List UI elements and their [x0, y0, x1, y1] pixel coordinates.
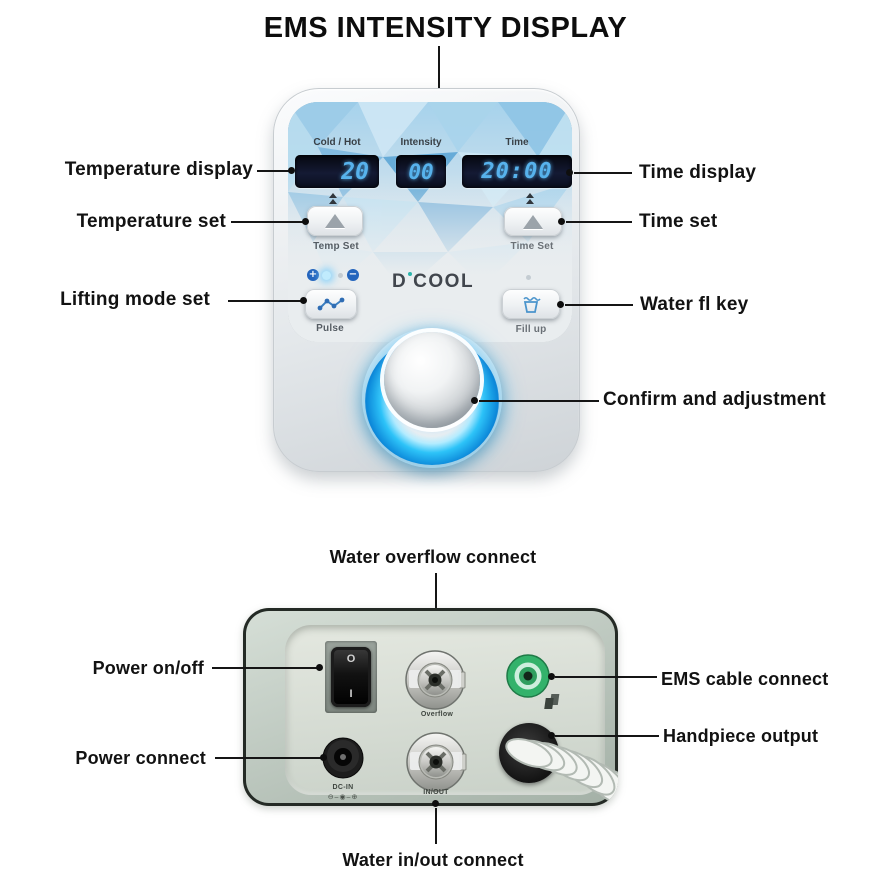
- temp-set-label: Temp Set: [313, 241, 359, 252]
- time-set-label: Time Set: [510, 241, 554, 252]
- time-set-button[interactable]: [504, 207, 562, 236]
- time-label: Time: [505, 137, 529, 148]
- callout-line: [479, 400, 599, 402]
- callout-time-display: Time display: [639, 162, 757, 183]
- in-out-connector: [406, 732, 467, 792]
- device-back-panel: O I Overflow: [243, 608, 618, 806]
- callout-dot: [288, 167, 295, 174]
- callout-dot: [566, 169, 573, 176]
- switch-on-mark: I: [349, 688, 353, 700]
- led-on-indicator: [322, 271, 331, 280]
- time-display-readout: 20:00: [462, 155, 572, 188]
- callout-line: [574, 172, 632, 174]
- overflow-port-label: Overflow: [420, 711, 454, 718]
- callout-time-set: Time set: [639, 211, 718, 232]
- callout-lifting-mode-set: Lifting mode set: [60, 289, 210, 310]
- callout-water-in-out: Water in/out connect: [342, 850, 524, 870]
- callout-line: [435, 808, 437, 844]
- switch-off-mark: O: [346, 653, 356, 665]
- plus-icon: +: [307, 269, 319, 281]
- callout-line: [231, 221, 305, 223]
- callout-dot: [548, 673, 555, 680]
- callout-dot: [471, 397, 478, 404]
- callout-line: [555, 676, 657, 678]
- callout-temperature-set: Temperature set: [76, 211, 226, 232]
- dc-in-jack: [322, 737, 364, 779]
- callout-line: [257, 170, 291, 172]
- ems-cable-connector: [506, 654, 550, 698]
- fill-up-label: Fill up: [515, 324, 547, 335]
- callout-handpiece-output: Handpiece output: [663, 726, 819, 746]
- up-arrows-icon: [522, 192, 538, 205]
- callout-dot: [558, 218, 565, 225]
- temperature-display-readout: 20: [295, 155, 379, 188]
- callout-temperature-display: Temperature display: [64, 159, 253, 180]
- up-arrows-icon: [325, 192, 341, 205]
- cold-hot-label: Cold / Hot: [313, 137, 361, 148]
- logo-dot-icon: [408, 272, 413, 276]
- handpiece-hose: [505, 738, 618, 806]
- callout-dot: [557, 301, 564, 308]
- intensity-display-readout: 00: [396, 155, 446, 188]
- callout-water-overflow: Water overflow connect: [329, 547, 537, 567]
- water-fill-icon: [523, 296, 541, 313]
- callout-water-fl-key: Water fl key: [640, 294, 749, 315]
- callout-ems-cable: EMS cable connect: [661, 669, 829, 689]
- callout-line: [555, 735, 659, 737]
- callout-dot: [432, 800, 439, 807]
- led-off-indicator: [338, 273, 343, 278]
- callout-dot: [302, 218, 309, 225]
- pulse-wave-icon: [317, 297, 345, 311]
- dc-in-label: DC-IN: [332, 784, 354, 791]
- callout-line: [212, 667, 318, 669]
- page-title: EMS INTENSITY DISPLAY: [263, 12, 628, 44]
- confirm-knob[interactable]: [384, 332, 480, 428]
- dc-polarity-mark: ⊖–◉–⊕: [327, 794, 359, 801]
- callout-line: [228, 300, 303, 302]
- callout-dot: [300, 297, 307, 304]
- callout-dot: [316, 664, 323, 671]
- up-arrow-icon: [523, 214, 543, 229]
- led-off-indicator: [526, 275, 531, 280]
- callout-confirm-adjustment: Confirm and adjustment: [603, 389, 826, 410]
- pulse-label: Pulse: [316, 323, 344, 334]
- callout-line: [215, 757, 322, 759]
- minus-icon: −: [347, 269, 359, 281]
- overflow-connector: [405, 650, 466, 710]
- pulse-button[interactable]: [305, 289, 357, 319]
- temp-set-button[interactable]: [307, 206, 363, 236]
- fill-up-button[interactable]: [502, 289, 560, 319]
- power-rocker-switch[interactable]: O I: [331, 647, 371, 707]
- callout-power-connect: Power connect: [75, 748, 206, 768]
- callout-dot: [320, 754, 327, 761]
- intensity-label: Intensity: [400, 137, 442, 148]
- in-out-port-label: IN/OUT: [423, 789, 449, 796]
- callout-line: [565, 304, 633, 306]
- callout-line: [566, 221, 632, 223]
- callout-dot: [548, 732, 555, 739]
- up-arrow-icon: [325, 214, 345, 228]
- callout-power-on-off: Power on/off: [92, 658, 204, 678]
